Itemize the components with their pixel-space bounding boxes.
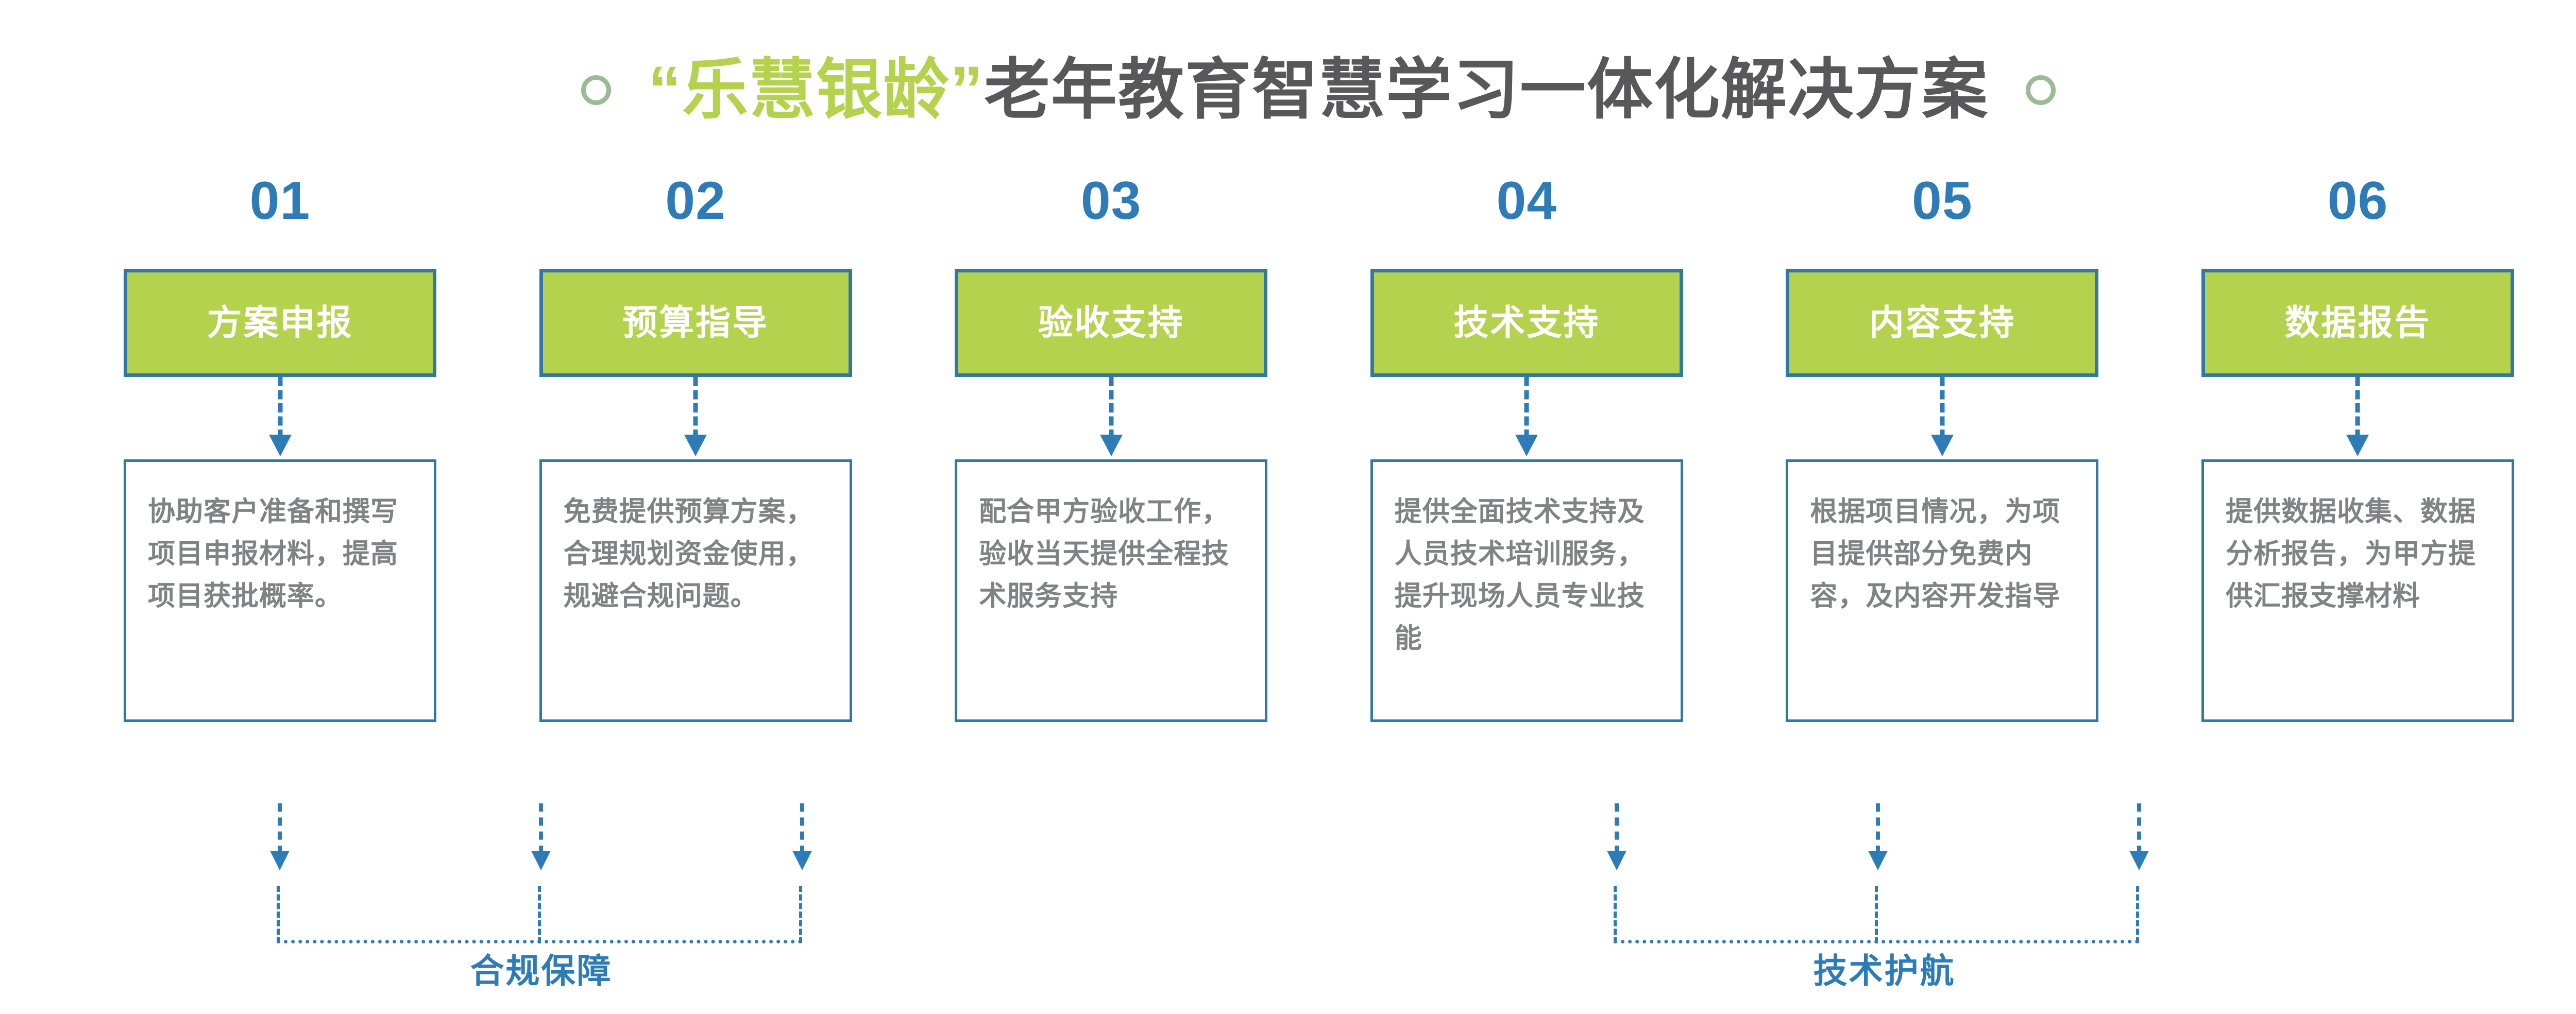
- step-description-box-04: 提供全面技术支持及人员技术培训服务，提升现场人员专业技能: [1370, 459, 1683, 722]
- arrow-stem: [2355, 377, 2360, 439]
- step-title-label-01: 方案申报: [207, 303, 353, 342]
- arrow-head: [1868, 851, 1888, 870]
- summary-brackets: 合规保障 技术护航: [0, 803, 2576, 1014]
- step-number-06: 06: [2327, 171, 2388, 231]
- down-arrow-icon-02: [684, 377, 707, 459]
- arrow-head: [792, 851, 812, 870]
- step-title-label-04: 技术支持: [1453, 303, 1600, 342]
- bracket-drop-arrow-02: [531, 803, 551, 873]
- arrow-head: [684, 435, 707, 456]
- bracket-drop-arrow-03: [792, 803, 812, 873]
- step-title-box-03[interactable]: 验收支持: [955, 269, 1268, 377]
- arrow-head: [2346, 435, 2369, 456]
- step-description-text-03: 配合甲方验收工作，验收当天提供全程技术服务支持: [979, 496, 1230, 612]
- step-title-label-02: 预算指导: [622, 303, 769, 342]
- arrow-head: [2129, 851, 2149, 870]
- bracket-tick-compliance: [538, 886, 541, 943]
- step-number-04: 04: [1496, 171, 1557, 231]
- step-description-box-05: 根据项目情况，为项目提供部分免费内容，及内容开发指导: [1786, 459, 2099, 722]
- step-description-text-02: 免费提供预算方案，合理规划资金使用，规避合规问题。: [563, 496, 814, 612]
- step-description-text-06: 提供数据收集、数据分析报告，为甲方提供汇报支撑材料: [2225, 496, 2476, 612]
- process-step-02[interactable]: 02 预算指导 免费提供预算方案，合理规划资金使用，规避合规问题。: [539, 170, 852, 814]
- step-title-label-06: 数据报告: [2284, 303, 2431, 342]
- process-step-03[interactable]: 03 验收支持 配合甲方验收工作，验收当天提供全程技术服务支持: [955, 170, 1268, 814]
- decorative-ring-left-icon: [581, 75, 611, 105]
- step-title-box-02[interactable]: 预算指导: [539, 269, 852, 377]
- bracket-drop-arrow-01: [270, 803, 290, 873]
- process-step-05[interactable]: 05 内容支持 根据项目情况，为项目提供部分免费内容，及内容开发指导: [1786, 170, 2099, 814]
- step-description-text-05: 根据项目情况，为项目提供部分免费内容，及内容开发指导: [1810, 496, 2061, 612]
- step-title-label-05: 内容支持: [1869, 303, 2015, 342]
- page-title-rest: 老年教育智慧学习一体化解决方案: [984, 53, 1989, 127]
- step-title-label-03: 验收支持: [1038, 303, 1184, 342]
- bracket-drop-arrow-04: [1607, 803, 1626, 873]
- arrow-head: [1099, 435, 1123, 456]
- arrow-head: [1930, 435, 1954, 456]
- arrow-stem: [1524, 377, 1529, 439]
- step-number-05: 05: [1912, 171, 1973, 231]
- down-arrow-icon-06: [2346, 377, 2369, 459]
- arrow-stem: [800, 803, 804, 854]
- arrow-stem: [693, 377, 698, 439]
- step-number-03: 03: [1080, 171, 1142, 231]
- arrow-head: [270, 851, 290, 870]
- page-title: “乐慧银龄”老年教育智慧学习一体化解决方案: [648, 57, 1989, 123]
- process-steps-row: 01 方案申报 协助客户准备和撰写项目申报材料，提高项目获批概率。 02 预算指…: [124, 170, 2514, 814]
- bracket-drop-arrow-05: [1868, 803, 1888, 873]
- arrow-head: [1607, 851, 1626, 870]
- bracket-group-technical: 技术护航: [1467, 803, 2302, 1014]
- step-title-box-05[interactable]: 内容支持: [1786, 269, 2099, 377]
- page-title-row: “乐慧银龄”老年教育智慧学习一体化解决方案: [0, 41, 2576, 139]
- step-description-text-04: 提供全面技术支持及人员技术培训服务，提升现场人员专业技能: [1394, 496, 1645, 654]
- bracket-group-compliance: 合规保障: [124, 803, 959, 1014]
- bracket-label-compliance: 合规保障: [470, 952, 613, 990]
- step-description-box-02: 免费提供预算方案，合理规划资金使用，规避合规问题。: [539, 459, 852, 722]
- arrow-stem: [539, 803, 543, 854]
- process-step-01[interactable]: 01 方案申报 协助客户准备和撰写项目申报材料，提高项目获批概率。: [124, 170, 436, 814]
- arrow-stem: [1109, 377, 1114, 439]
- down-arrow-icon-04: [1515, 377, 1538, 459]
- step-title-box-04[interactable]: 技术支持: [1370, 269, 1683, 377]
- step-description-box-06: 提供数据收集、数据分析报告，为甲方提供汇报支撑材料: [2201, 459, 2514, 722]
- arrow-head: [1515, 435, 1538, 456]
- arrow-stem: [278, 377, 282, 439]
- step-description-box-01: 协助客户准备和撰写项目申报材料，提高项目获批概率。: [124, 459, 436, 722]
- bracket-tick-technical: [1875, 886, 1878, 943]
- arrow-stem: [2137, 803, 2141, 854]
- step-title-box-01[interactable]: 方案申报: [124, 269, 436, 377]
- process-step-06[interactable]: 06 数据报告 提供数据收集、数据分析报告，为甲方提供汇报支撑材料: [2201, 170, 2514, 814]
- arrow-stem: [278, 803, 282, 854]
- step-number-01: 01: [249, 171, 311, 231]
- arrow-head: [268, 435, 292, 456]
- down-arrow-icon-03: [1099, 377, 1123, 459]
- step-description-text-01: 协助客户准备和撰写项目申报材料，提高项目获批概率。: [148, 496, 398, 612]
- decorative-ring-right-icon: [2026, 75, 2056, 105]
- down-arrow-icon-05: [1930, 377, 1954, 459]
- arrow-stem: [1615, 803, 1619, 854]
- bracket-label-technical: 技术护航: [1813, 952, 1956, 990]
- page-title-highlight: “乐慧银龄”: [648, 53, 984, 127]
- step-title-box-06[interactable]: 数据报告: [2201, 269, 2514, 377]
- bracket-drop-arrow-06: [2129, 803, 2149, 873]
- step-description-box-03: 配合甲方验收工作，验收当天提供全程技术服务支持: [955, 459, 1268, 722]
- arrow-stem: [1876, 803, 1880, 854]
- step-number-02: 02: [665, 171, 726, 231]
- arrow-stem: [1940, 377, 1945, 439]
- down-arrow-icon-01: [268, 377, 292, 459]
- process-step-04[interactable]: 04 技术支持 提供全面技术支持及人员技术培训服务，提升现场人员专业技能: [1370, 170, 1683, 814]
- arrow-head: [531, 851, 551, 870]
